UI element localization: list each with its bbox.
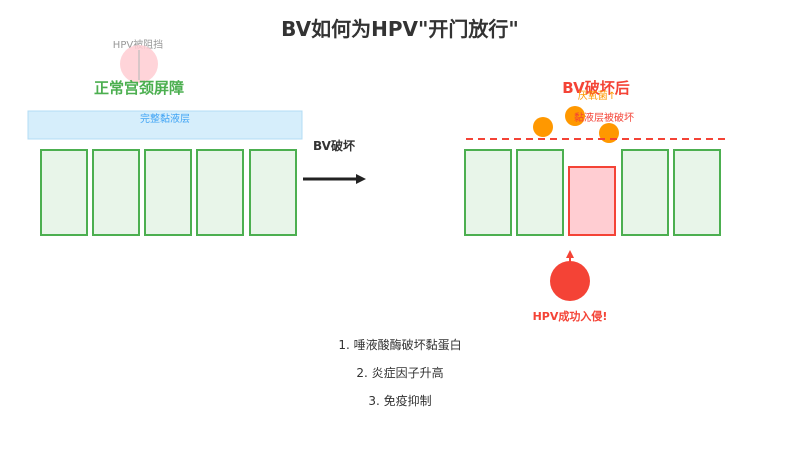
hpv-invasion-label: HPV成功入侵!: [533, 309, 608, 323]
normal-barrier-panel: HPV被阻挡 正常宫颈屏障 完整黏液层: [27, 38, 303, 236]
epithelial-cell: [144, 149, 192, 236]
mechanism-item: 2. 炎症因子升高: [356, 365, 443, 380]
intact-mucus-layer: [27, 110, 303, 140]
epithelial-cell: [92, 149, 140, 236]
hpv-virus-invading: [550, 261, 590, 301]
hpv-blocked-label: HPV被阻挡: [113, 38, 163, 51]
arrow-head: [356, 174, 366, 184]
transition-arrow: BV破坏: [303, 138, 366, 184]
bv-damage-label: BV破坏: [313, 138, 355, 153]
invasion-arrow-head: [566, 250, 574, 258]
diagram-title: BV如何为HPV"开门放行": [281, 17, 519, 41]
mechanism-item: 3. 免疫抑制: [368, 393, 431, 408]
damaged-barrier-heading: BV破坏后: [562, 79, 629, 97]
anaerobic-bacterium: [565, 106, 585, 126]
epithelial-cell: [621, 149, 669, 236]
anaerobic-bacterium: [533, 117, 553, 137]
epithelial-cell: [196, 149, 244, 236]
epithelial-cell: [673, 149, 721, 236]
mechanism-item: 1. 唾液酸酶破坏黏蛋白: [338, 337, 461, 352]
mechanism-list: 1. 唾液酸酶破坏黏蛋白 2. 炎症因子升高 3. 免疫抑制: [338, 337, 461, 408]
normal-cell-row: [40, 149, 297, 236]
intact-mucus-label: 完整黏液层: [140, 112, 190, 125]
anaerobe-increase-label: 厌氧菌↑: [578, 89, 616, 102]
epithelial-cell: [464, 149, 512, 236]
damaged-mucus-label: 黏液层被破坏: [574, 111, 634, 124]
damaged-barrier-panel: BV破坏后 厌氧菌↑ 黏液层被破坏 HPV成功入侵!: [464, 79, 726, 323]
normal-barrier-heading: 正常宫颈屏障: [94, 79, 184, 97]
epithelial-cell: [40, 149, 88, 236]
damaged-epithelial-cell: [568, 166, 616, 236]
epithelial-cell: [249, 149, 297, 236]
epithelial-cell: [516, 149, 564, 236]
damaged-cell-row: [464, 149, 721, 236]
